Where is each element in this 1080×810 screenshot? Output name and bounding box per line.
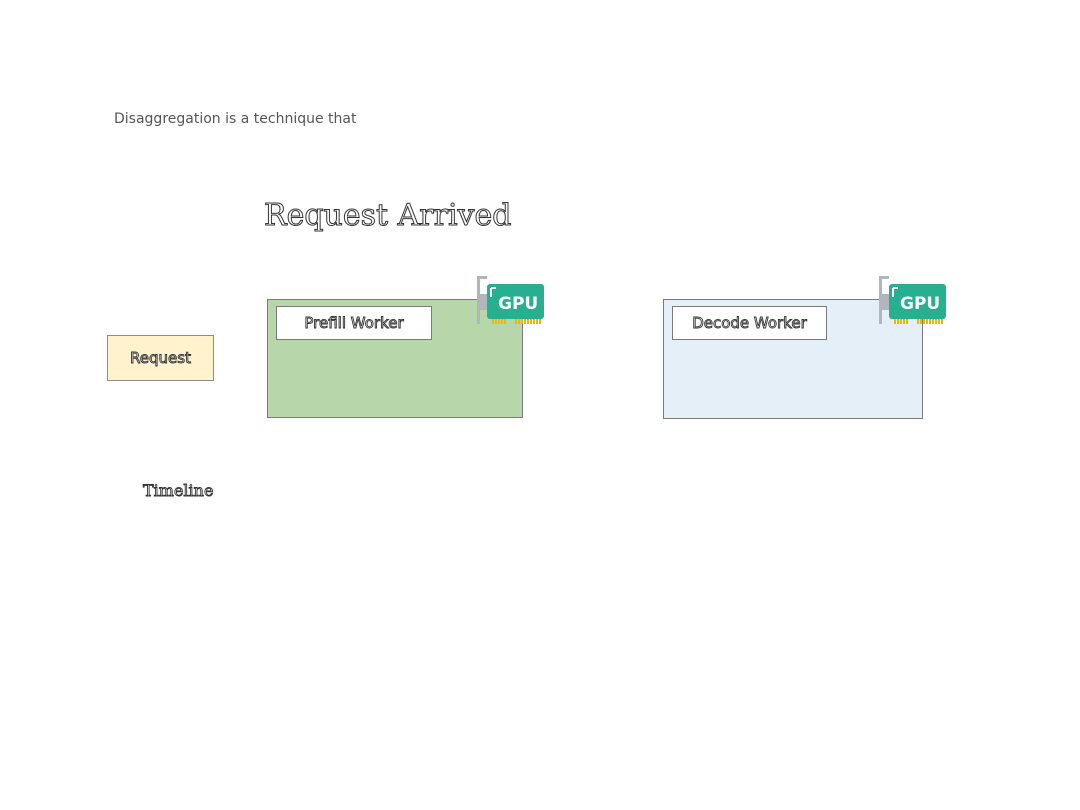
- gpu-card-icon: GPU: [879, 276, 947, 326]
- request-label: Request: [130, 349, 192, 368]
- gpu-label-decode: GPU: [900, 294, 940, 314]
- prefill-worker: Prefill Worker: [267, 299, 523, 418]
- gpu-label-prefill: GPU: [498, 294, 538, 314]
- decode-worker-label: Decode Worker: [692, 314, 807, 333]
- intro-text: Disaggregation is a technique that: [114, 111, 357, 127]
- prefill-worker-label-box: Prefill Worker: [276, 306, 432, 340]
- timeline-label: Timeline: [143, 481, 214, 501]
- prefill-worker-label: Prefill Worker: [304, 314, 404, 333]
- decode-worker-label-box: Decode Worker: [672, 306, 827, 340]
- status-heading: Request Arrived: [263, 198, 512, 234]
- request-box: Request: [107, 335, 214, 381]
- gpu-card-icon: GPU: [477, 276, 545, 326]
